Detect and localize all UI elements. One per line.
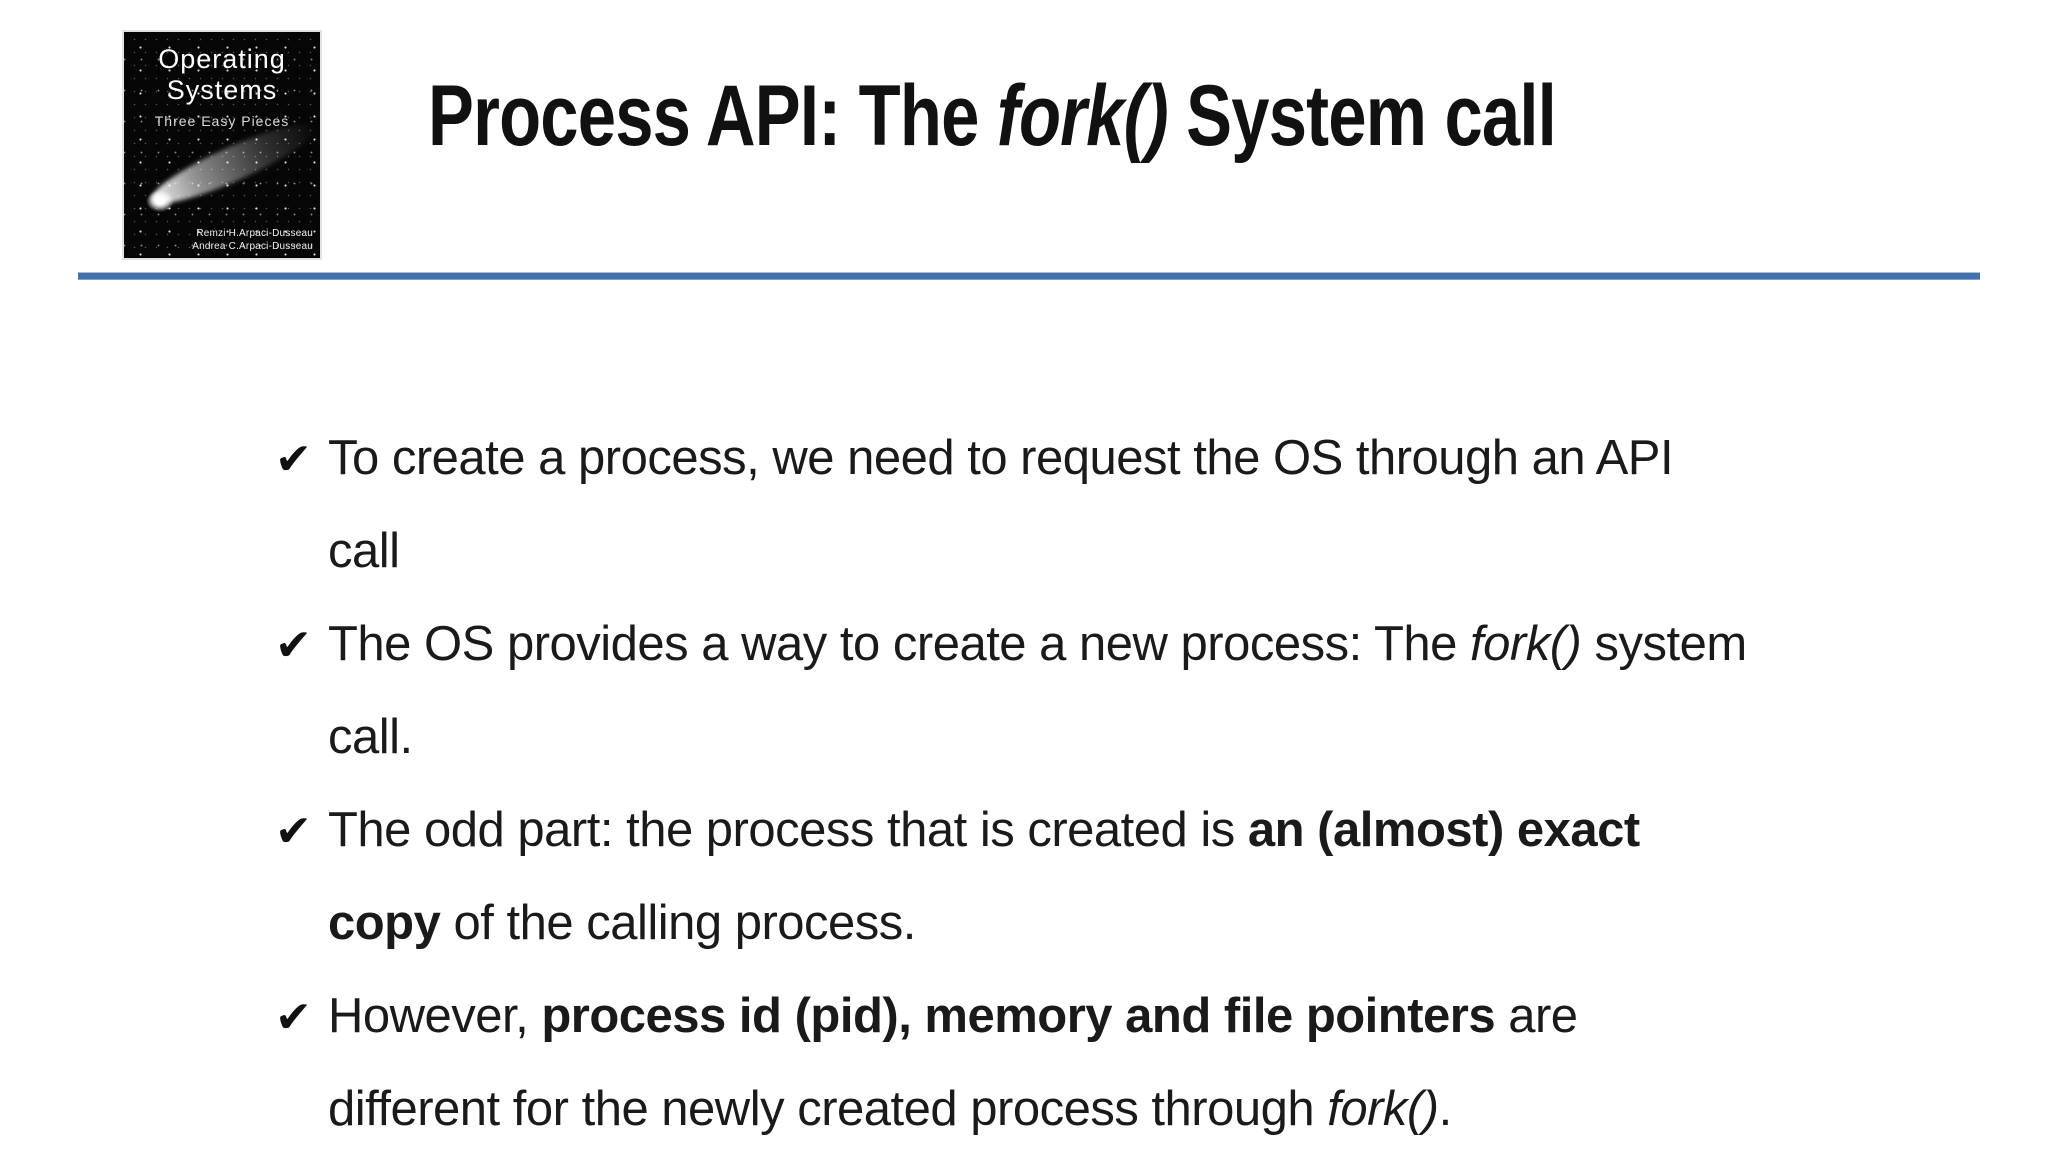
title-divider [78,272,1980,280]
book-cover-title: Operating Systems [124,44,320,106]
book-cover-authors: Remzi H.Arpaci-Dusseau Andrea C.Arpaci-D… [192,228,313,253]
book-cover-author-line1: Remzi H.Arpaci-Dusseau [196,228,313,239]
text-segment: Process API: The [428,68,997,164]
bullet-list: ✔ To create a process, we need to request… [275,412,1975,1152]
checkmark-icon: ✔ [275,993,312,1042]
text-segment: System call [1167,68,1557,164]
text-segment: . [1438,1082,1453,1136]
text-segment: call. [328,710,413,764]
text-segment: fork() [1327,1082,1439,1136]
bullet-line: ✔ To create a process, we need to request… [275,412,1975,505]
text-segment: are [1495,989,1578,1043]
text-segment: However, [328,989,542,1043]
bullet-line: ✔ The odd part: the process that is creat… [275,784,1975,877]
text-segment: an (almost) exact [1247,803,1640,857]
text-segment: of the calling process. [440,896,916,950]
text-segment: To create a process, we need to request … [328,431,1674,485]
text-segment: The OS provides a way to create a new pr… [328,617,1471,671]
text-segment: different for the newly created process … [328,1082,1328,1136]
book-cover-subtitle: Three Easy Pieces [154,113,290,129]
checkmark-icon: ✔ [275,621,312,670]
book-cover: Operating Systems Three Easy Pieces Remz… [124,32,320,258]
slide-title: Process API: The fork() System call [428,68,1557,164]
bullet-line: ✔ However, process id (pid), memory and f… [275,970,1975,1063]
bullet-continuation-line: different for the newly created process … [275,1063,1975,1152]
checkmark-icon: ✔ [275,435,312,484]
text-segment: fork() [996,68,1169,164]
bullet-continuation-line: call [275,505,1975,598]
text-segment: The odd part: the process that is create… [328,803,1248,857]
text-segment: process id (pid), memory and file pointe… [541,989,1496,1043]
bullet-continuation-line: copy of the calling process. [275,877,1975,970]
bullet-line: ✔ The OS provides a way to create a new p… [275,598,1975,691]
comet-head-image [146,190,174,212]
bullet-continuation-line: call. [275,691,1975,784]
book-cover-author-line2: Andrea C.Arpaci-Dusseau [192,240,313,252]
text-segment: system [1581,617,1747,671]
book-cover-title-line2: Systems [166,75,278,105]
checkmark-icon: ✔ [275,807,312,856]
text-segment: call [328,524,400,578]
book-cover-title-line1: Operating [158,44,286,74]
text-segment: fork() [1470,617,1582,671]
text-segment: copy [328,896,441,950]
